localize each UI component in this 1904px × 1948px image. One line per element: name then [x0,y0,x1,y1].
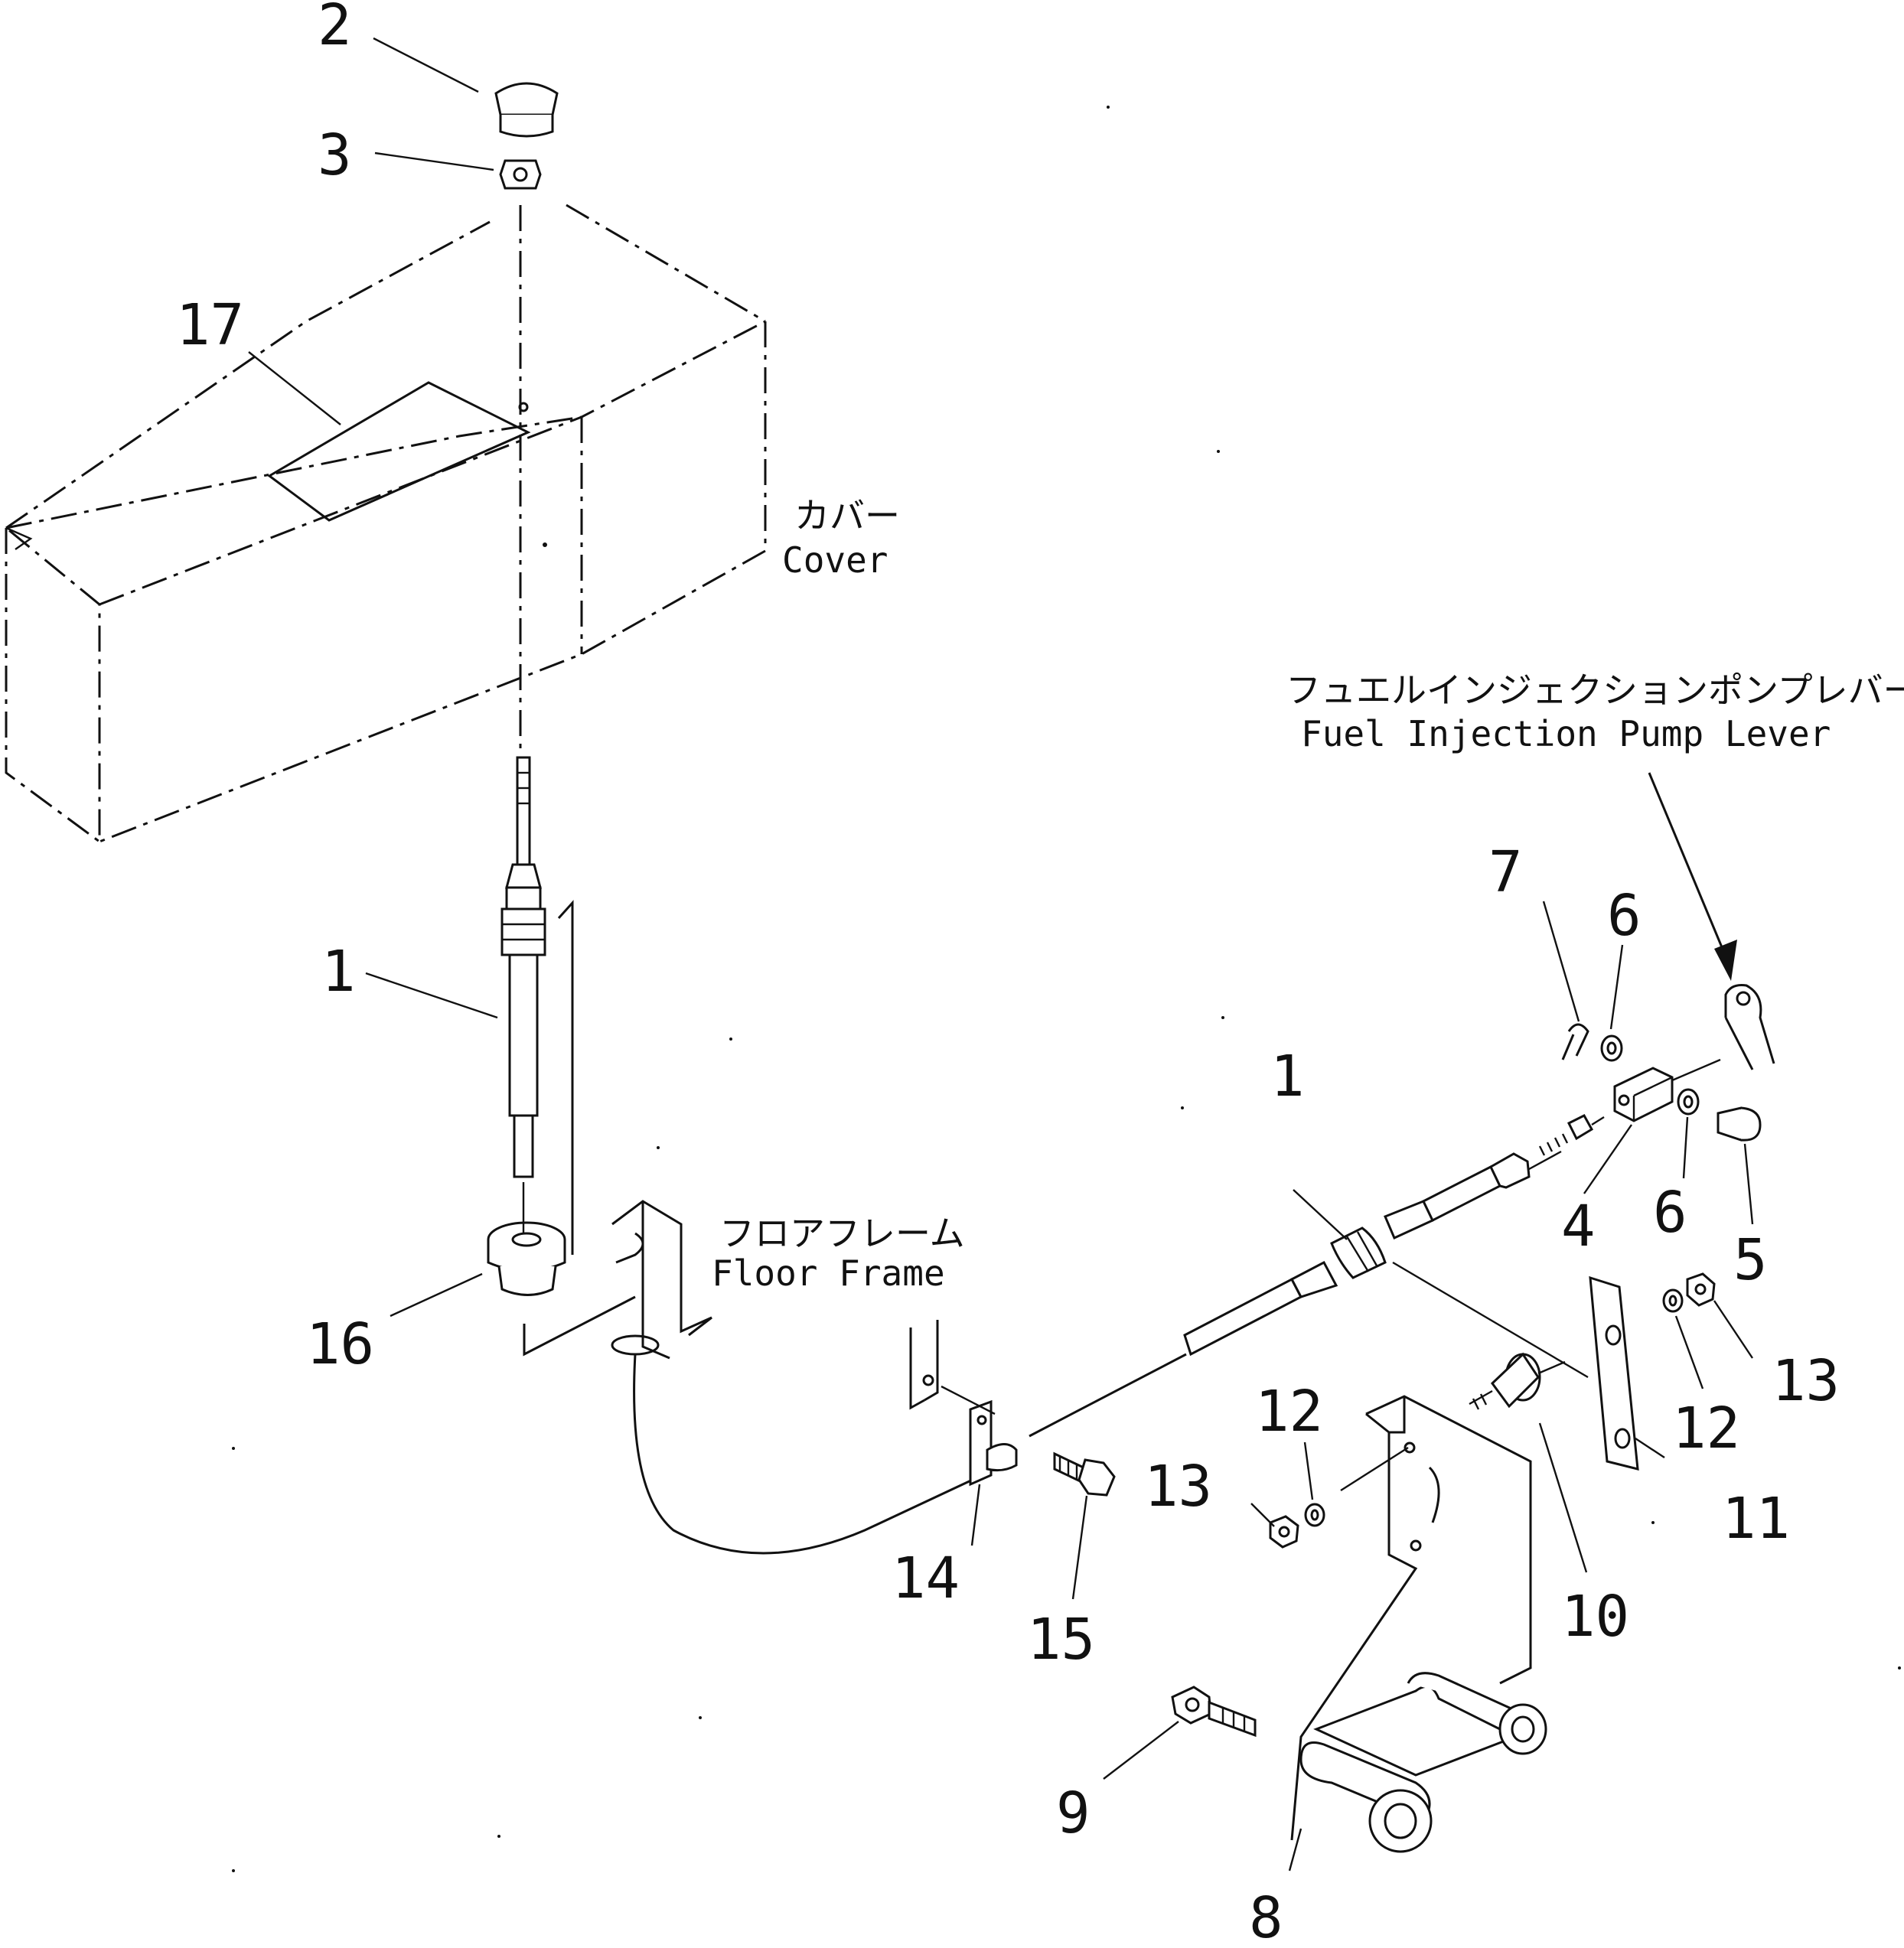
cover-outline [5,204,767,844]
callout-1-lower: 1 [1270,1044,1305,1109]
bolt-part-9 [1171,1686,1257,1738]
control-cable-upper [500,756,546,1178]
callout-13-left: 13 [1144,1454,1212,1520]
cap-part [494,82,559,138]
callout-numbers: 2 3 17 1 16 14 15 9 8 13 12 10 11 12 13 … [176,0,1840,1948]
clamp-part [969,1399,1018,1487]
cover-label-jp: カバー [794,495,900,536]
bolt-part-15 [1053,1451,1116,1497]
callout-9: 9 [1056,1780,1091,1846]
decal-plate [267,381,531,522]
callout-3: 3 [318,122,352,188]
washer-part-6b [1677,1088,1700,1116]
callout-12-left: 12 [1255,1379,1323,1445]
callout-8: 8 [1249,1885,1283,1945]
floor-frame-wall [909,1320,939,1410]
callout-7: 7 [1488,839,1523,905]
callout-14: 14 [892,1546,960,1611]
floor-frame-bracket [523,900,712,1360]
cotter-pin [1561,1023,1589,1060]
mounting-plate [1589,1275,1639,1471]
callout-5: 5 [1733,1227,1768,1293]
callout-12-right: 12 [1672,1396,1740,1461]
bracket-part [1290,1395,1547,1853]
callout-6-upper: 6 [1607,883,1642,949]
floor-frame-label-jp: フロアフレーム [719,1213,965,1254]
joint-part [1613,1067,1674,1122]
callout-10: 10 [1561,1584,1629,1650]
cover-hole [518,402,529,412]
grommet-part [487,1182,566,1296]
pump-lever-label-jp: フュエルインジェクションポンプレバー [1286,669,1904,711]
cable-curve [633,1354,988,1555]
cover-dot [543,542,547,547]
callout-4: 4 [1561,1194,1596,1259]
pin-part-5 [1717,1106,1762,1142]
control-cable-lower [1029,1114,1605,1438]
component-labels: カバー Cover フロアフレーム Floor Frame フュエルインジェクシ… [712,495,1904,1294]
callout-15: 15 [1027,1607,1095,1673]
nut-part-3 [499,159,542,190]
pin-line [1671,1058,1721,1082]
callout-17: 17 [176,292,244,358]
callout-16: 16 [306,1311,374,1377]
callout-11: 11 [1722,1486,1790,1552]
guide-line [941,1385,996,1415]
callout-2: 2 [318,0,352,58]
pump-lever-label-en: Fuel Injection Pump Lever [1301,713,1831,754]
floor-frame-label-en: Floor Frame [712,1253,945,1294]
washer-part-12b [1304,1503,1325,1527]
cover-label-en: Cover [782,539,888,581]
callout-1-upper: 1 [321,939,356,1005]
washer-part-12a [1662,1288,1684,1313]
pointer-arrow [1648,772,1737,981]
nut-part-13a [1686,1272,1716,1307]
leader-lines [248,37,1754,1871]
scan-specks [232,106,1901,1872]
pump-lever [1724,984,1775,1070]
callout-6-lower: 6 [1653,1180,1687,1246]
washer-part-6a [1600,1034,1623,1062]
rubber-mount [1469,1352,1566,1410]
nut-part-13b [1269,1515,1299,1549]
callout-13-right: 13 [1772,1348,1840,1414]
